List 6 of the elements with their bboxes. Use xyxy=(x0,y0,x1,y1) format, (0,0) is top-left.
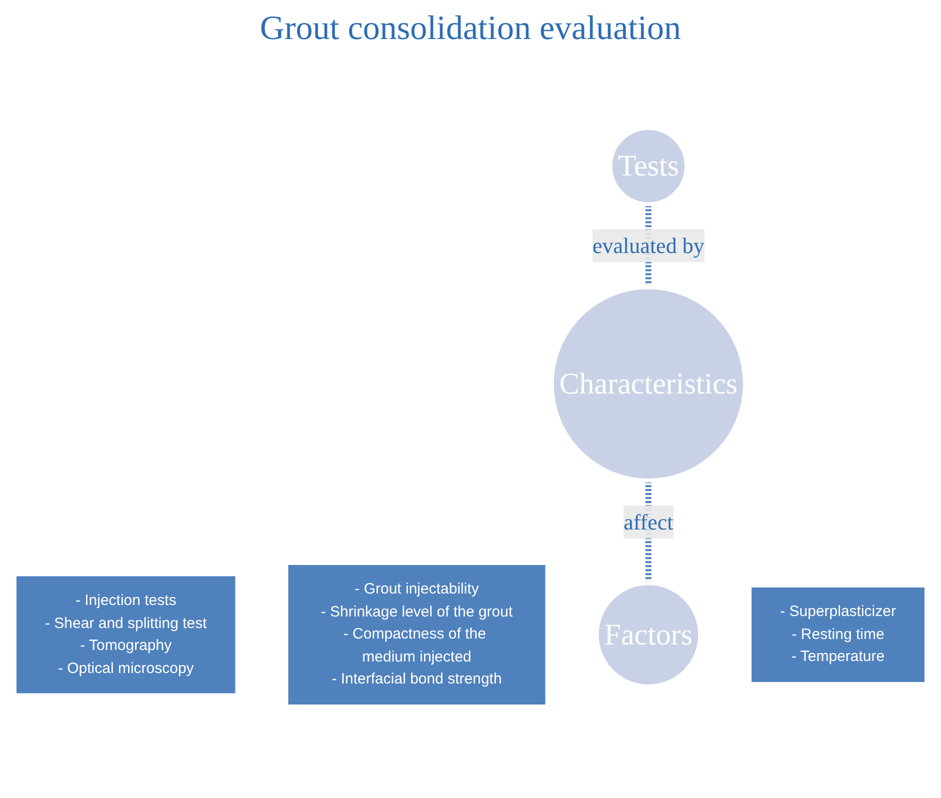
edge-label: affect xyxy=(624,510,674,534)
node-box: - Superplasticizer - Resting time - Temperature xyxy=(748,584,928,685)
edge-label: evaluated by xyxy=(592,233,704,258)
diagram-title: Grout consolidation evaluation xyxy=(258,10,682,48)
node-box: - Grout injectability - Shrinkage level of the grout - Compactness of the medium injected - Interfacial bond strength xyxy=(285,562,548,708)
node-box: - Injection tests - Shear and splitting test - Tomography - Optical microscopy xyxy=(14,573,238,696)
